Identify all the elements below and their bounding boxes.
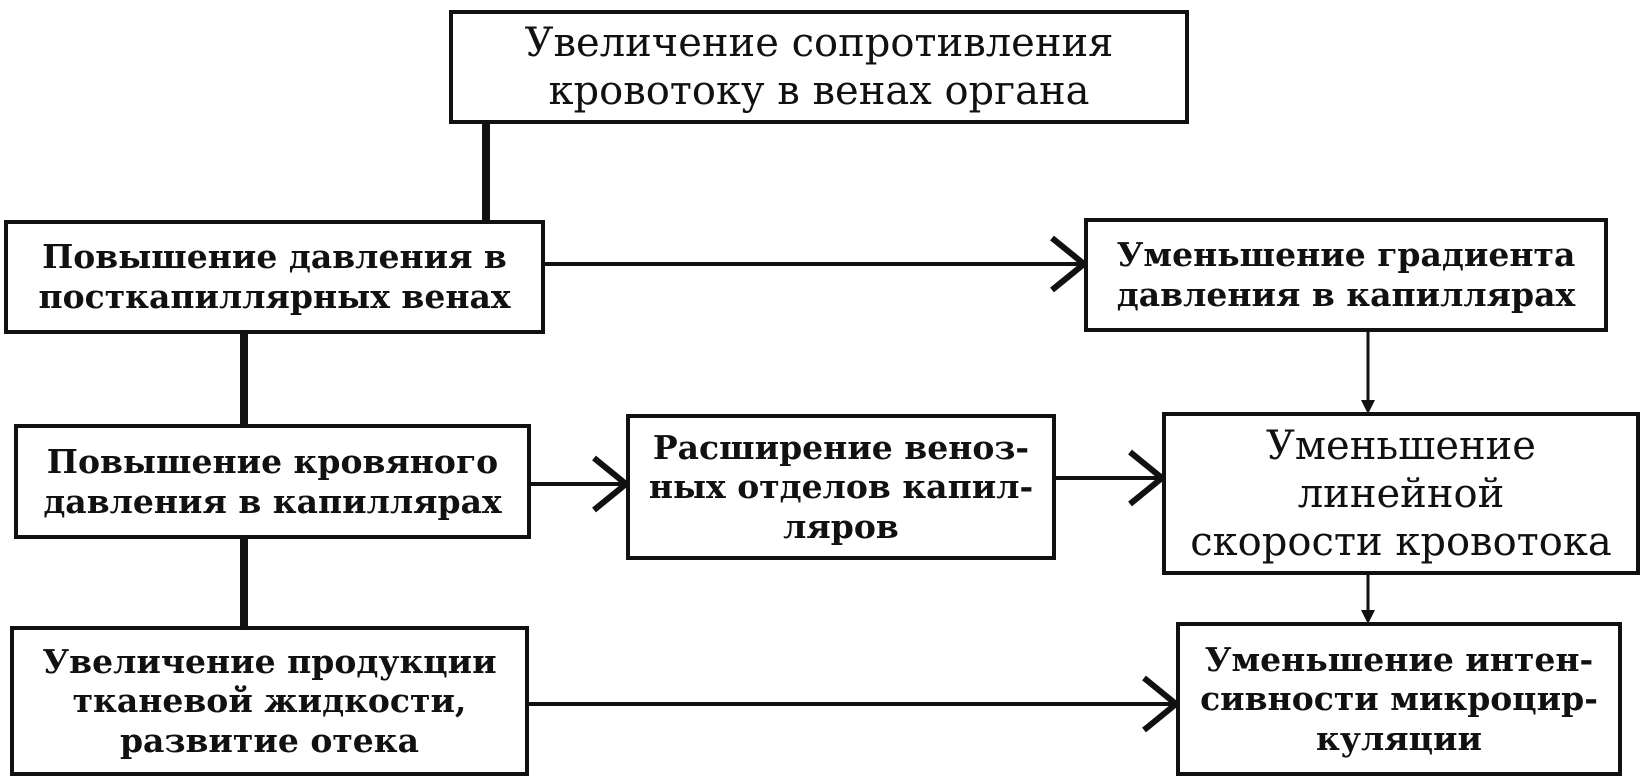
arrowhead-microcirculation	[1142, 675, 1181, 733]
node-linear-velocity: Уменьшение линейной скорости кровотока	[1162, 412, 1640, 575]
node-dilation: Расширение веноз- ных отделов капил- ляр…	[626, 414, 1056, 560]
node-capillary-pressure: Повышение кровяного давления в капилляра…	[14, 424, 531, 539]
node-microcirculation: Уменьшение интен- сивности микроцир- кул…	[1176, 622, 1622, 776]
node-root: Увеличение сопротивления кровотоку в вен…	[449, 10, 1189, 124]
node-gradient: Уменьшение градиента давления в капилляр…	[1084, 218, 1608, 332]
arrowhead-velocity	[1128, 449, 1167, 507]
node-venous-pressure: Повышение давления в посткапиллярных вен…	[4, 220, 545, 334]
node-fluid: Увеличение продукции тканевой жидкости, …	[10, 626, 529, 776]
arrowhead-gradient	[1050, 235, 1089, 293]
arrowhead-dilation	[592, 455, 631, 513]
